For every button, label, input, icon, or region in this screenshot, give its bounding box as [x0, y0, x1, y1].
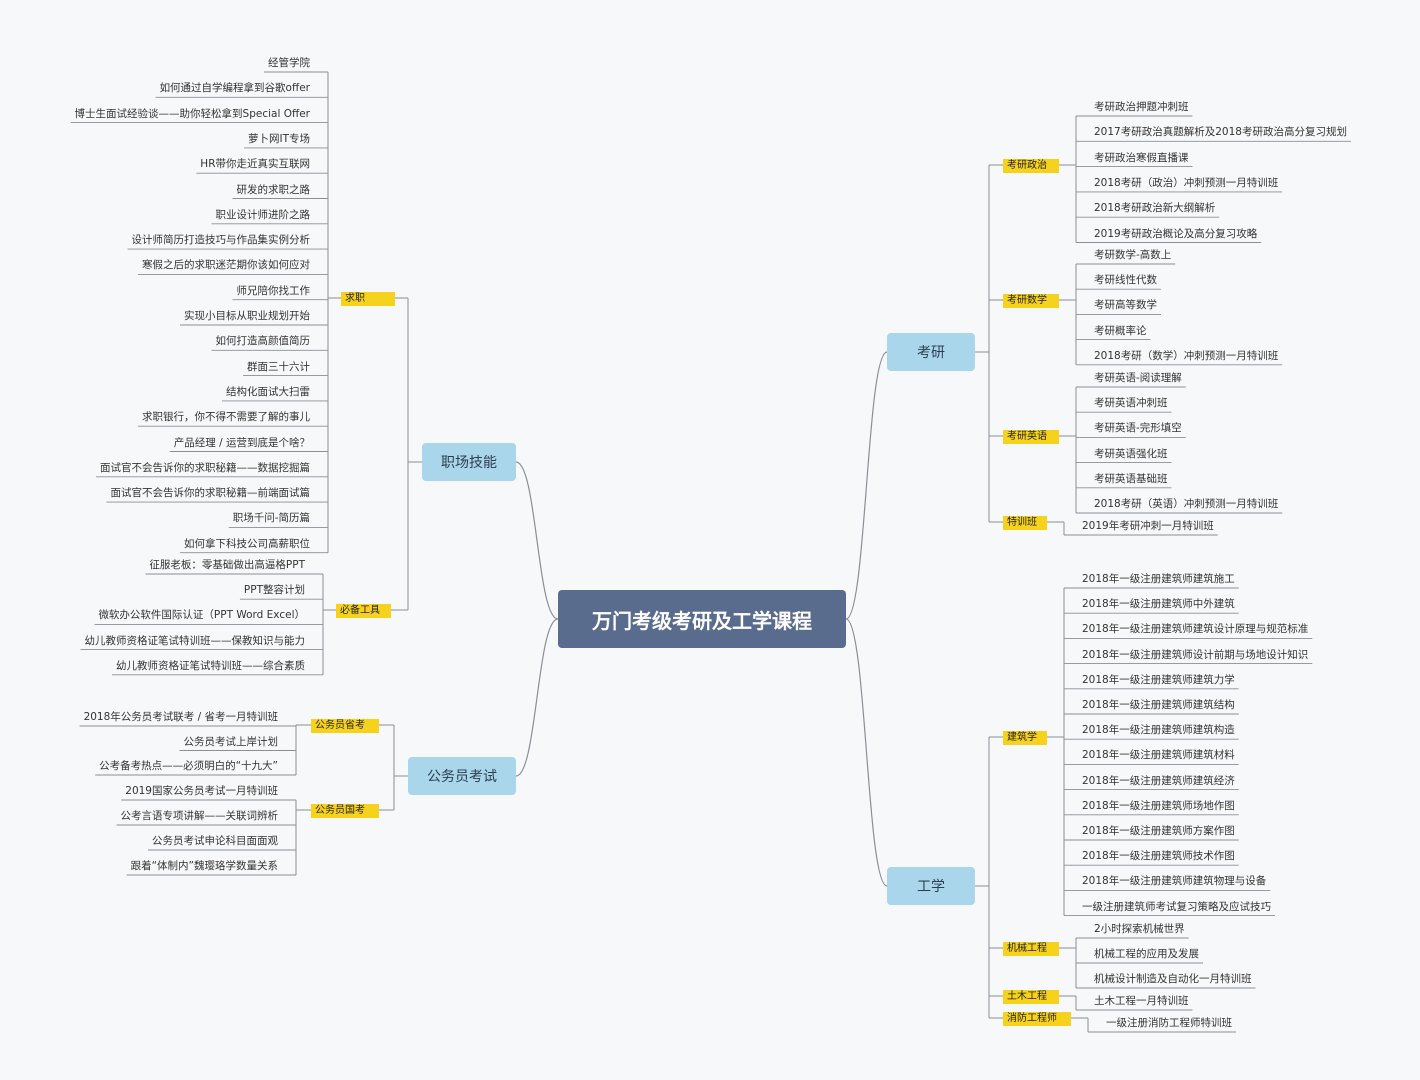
leaf-engineering-0-3[interactable]: 2018年一级注册建筑师设计前期与场地设计知识	[1082, 648, 1309, 661]
leaf-skills-0-8[interactable]: 寒假之后的求职迷茫期你该如何应对	[142, 259, 310, 272]
leaf-kaoyan-2-1[interactable]: 考研英语冲刺班	[1094, 397, 1168, 410]
leaf-kaoyan-0-3[interactable]: 2018考研（政治）冲刺预测一月特训班	[1094, 176, 1279, 189]
leaf-civil-1-2[interactable]: 公务员考试申论科目面面观	[152, 835, 278, 847]
leaf-skills-0-3[interactable]: 萝卜网IT专场	[247, 132, 310, 145]
leaf-civil-0-2[interactable]: 公考备考热点——必须明白的“十九大”	[99, 760, 278, 772]
tag-engineering-3[interactable]: 消防工程师	[1003, 1012, 1071, 1026]
leaf-skills-0-12[interactable]: 群面三十六计	[247, 360, 310, 373]
leaf-kaoyan-2-2[interactable]: 考研英语-完形填空	[1094, 422, 1182, 435]
leaf-engineering-1-1[interactable]: 机械工程的应用及发展	[1094, 948, 1199, 960]
tag-kaoyan-0[interactable]: 考研政治	[1003, 159, 1059, 173]
leaf-kaoyan-0-1[interactable]: 2017考研政治真题解析及2018考研政治高分复习规划	[1094, 126, 1347, 139]
leaf-engineering-0-0[interactable]: 2018年一级注册建筑师建筑施工	[1082, 573, 1235, 585]
leaf-skills-0-2[interactable]: 博士生面试经验谈——助你轻松拿到Special Offer	[74, 107, 310, 120]
leaf-civil-0-0[interactable]: 2018年公务员考试联考 / 省考一月特训班	[83, 711, 278, 723]
leaf-kaoyan-1-4[interactable]: 2018考研（数学）冲刺预测一月特训班	[1094, 349, 1279, 362]
leaf-skills-0-15[interactable]: 产品经理 / 运营到底是个啥？	[173, 436, 310, 449]
leaf-engineering-0-1[interactable]: 2018年一级注册建筑师中外建筑	[1082, 598, 1235, 611]
leaf-skills-0-7[interactable]: 设计师简历打造技巧与作品集实例分析	[131, 234, 311, 247]
leaf-kaoyan-0-2[interactable]: 考研政治寒假直播课	[1094, 151, 1189, 164]
leaf-skills-0-17[interactable]: 面试官不会告诉你的求职秘籍—前端面试篇	[110, 487, 311, 500]
leaf-kaoyan-3-0[interactable]: 2019年考研冲刺一月特训班	[1082, 520, 1214, 532]
leaf-kaoyan-2-3[interactable]: 考研英语强化班	[1094, 447, 1168, 460]
leaf-skills-0-11[interactable]: 如何打造高颜值简历	[215, 335, 311, 348]
leaf-kaoyan-1-3[interactable]: 考研概率论	[1094, 324, 1147, 337]
leaf-engineering-0-6[interactable]: 2018年一级注册建筑师建筑构造	[1082, 724, 1235, 737]
leaf-engineering-3-0[interactable]: 一级注册消防工程师特训班	[1106, 1017, 1232, 1029]
tag-engineering-1[interactable]: 机械工程	[1003, 942, 1059, 956]
leaf-skills-0-18[interactable]: 职场千问-简历篇	[232, 512, 310, 525]
leaf-kaoyan-0-4[interactable]: 2018考研政治新大纲解析	[1094, 202, 1216, 215]
leaf-skills-0-13[interactable]: 结构化面试大扫雷	[226, 385, 310, 398]
leaf-engineering-1-2[interactable]: 机械设计制造及自动化一月特训班	[1094, 973, 1252, 985]
tag-engineering-0[interactable]: 建筑学	[1003, 731, 1047, 745]
tag-kaoyan-2[interactable]: 考研英语	[1003, 430, 1059, 444]
branch-kaoyan[interactable]: 考研	[887, 333, 975, 371]
branch-skills[interactable]: 职场技能	[422, 443, 516, 481]
leaf-kaoyan-1-1[interactable]: 考研线性代数	[1094, 274, 1157, 287]
leaf-engineering-0-9[interactable]: 2018年一级注册建筑师场地作图	[1082, 799, 1235, 812]
leaf-skills-1-1[interactable]: PPT整容计划	[243, 584, 305, 597]
leaf-kaoyan-1-0[interactable]: 考研数学-高数上	[1094, 249, 1172, 261]
leaf-skills-0-9[interactable]: 师兄陪你找工作	[236, 284, 311, 297]
leaf-engineering-0-5[interactable]: 2018年一级注册建筑师建筑结构	[1082, 699, 1235, 711]
leaf-kaoyan-2-0[interactable]: 考研英语-阅读理解	[1094, 372, 1182, 384]
leaf-skills-1-0[interactable]: 征服老板：零基础做出高逼格PPT	[149, 559, 305, 571]
tag-kaoyan-1[interactable]: 考研数学	[1003, 294, 1059, 308]
leaf-skills-0-19[interactable]: 如何拿下科技公司高薪职位	[184, 537, 310, 550]
leaf-kaoyan-0-5[interactable]: 2019考研政治概论及高分复习攻略	[1094, 227, 1258, 240]
leaf-civil-1-1[interactable]: 公考言语专项讲解——关联词辨析	[120, 810, 279, 822]
leaf-engineering-0-13[interactable]: 一级注册建筑师考试复习策略及应试技巧	[1082, 900, 1271, 913]
leaf-skills-0-4[interactable]: HR带你走近真实互联网	[200, 158, 310, 171]
leaf-engineering-0-4[interactable]: 2018年一级注册建筑师建筑力学	[1082, 673, 1235, 686]
leaf-skills-1-4[interactable]: 幼儿教师资格证笔试特训班——综合素质	[116, 659, 305, 672]
branch-engineering[interactable]: 工学	[887, 867, 975, 905]
leaf-skills-1-2[interactable]: 微软办公软件国际认证（PPT Word Excel）	[98, 609, 305, 622]
leaf-kaoyan-1-2[interactable]: 考研高等数学	[1094, 299, 1157, 312]
leaf-skills-0-6[interactable]: 职业设计师进阶之路	[215, 208, 311, 221]
tag-skills-0[interactable]: 求职	[341, 292, 395, 306]
leaf-engineering-2-0[interactable]: 土木工程一月特训班	[1094, 995, 1189, 1007]
leaf-skills-0-1[interactable]: 如何通过自学编程拿到谷歌offer	[159, 82, 310, 95]
tag-civil-1[interactable]: 公务员国考	[311, 804, 379, 818]
leaf-skills-0-14[interactable]: 求职银行，你不得不需要了解的事儿	[142, 411, 310, 424]
leaf-engineering-0-12[interactable]: 2018年一级注册建筑师建筑物理与设备	[1082, 875, 1267, 888]
tag-skills-1[interactable]: 必备工具	[336, 604, 391, 618]
leaf-engineering-1-0[interactable]: 2小时探索机械世界	[1094, 923, 1185, 935]
leaf-skills-0-5[interactable]: 研发的求职之路	[236, 183, 311, 196]
leaf-civil-1-0[interactable]: 2019国家公务员考试一月特训班	[125, 785, 278, 797]
branch-civil[interactable]: 公务员考试	[408, 757, 516, 795]
leaf-civil-1-3[interactable]: 跟着“体制内”魏璎珞学数量关系	[130, 860, 278, 872]
leaf-engineering-0-11[interactable]: 2018年一级注册建筑师技术作图	[1082, 850, 1235, 863]
tag-engineering-2[interactable]: 土木工程	[1003, 990, 1059, 1004]
leaf-engineering-0-7[interactable]: 2018年一级注册建筑师建筑材料	[1082, 749, 1235, 762]
tag-civil-0[interactable]: 公务员省考	[311, 719, 379, 733]
leaf-kaoyan-2-5[interactable]: 2018考研（英语）冲刺预测一月特训班	[1094, 498, 1279, 510]
leaf-skills-0-16[interactable]: 面试官不会告诉你的求职秘籍——数据挖掘篇	[100, 461, 310, 474]
leaf-skills-1-3[interactable]: 幼儿教师资格证笔试特训班——保教知识与能力	[84, 634, 306, 647]
tag-kaoyan-3[interactable]: 特训班	[1003, 516, 1047, 530]
leaf-engineering-0-8[interactable]: 2018年一级注册建筑师建筑经济	[1082, 774, 1235, 787]
central-topic[interactable]: 万门考级考研及工学课程	[558, 590, 846, 648]
leaf-skills-0-10[interactable]: 实现小目标从职业规划开始	[184, 310, 310, 322]
leaf-engineering-0-2[interactable]: 2018年一级注册建筑师建筑设计原理与规范标准	[1082, 623, 1309, 636]
leaf-civil-0-1[interactable]: 公务员考试上岸计划	[183, 735, 279, 748]
leaf-kaoyan-2-4[interactable]: 考研英语基础班	[1094, 472, 1168, 485]
leaf-skills-0-0[interactable]: 经管学院	[268, 57, 310, 69]
leaf-engineering-0-10[interactable]: 2018年一级注册建筑师方案作图	[1082, 825, 1235, 837]
leaf-kaoyan-0-0[interactable]: 考研政治押题冲刺班	[1094, 101, 1189, 113]
